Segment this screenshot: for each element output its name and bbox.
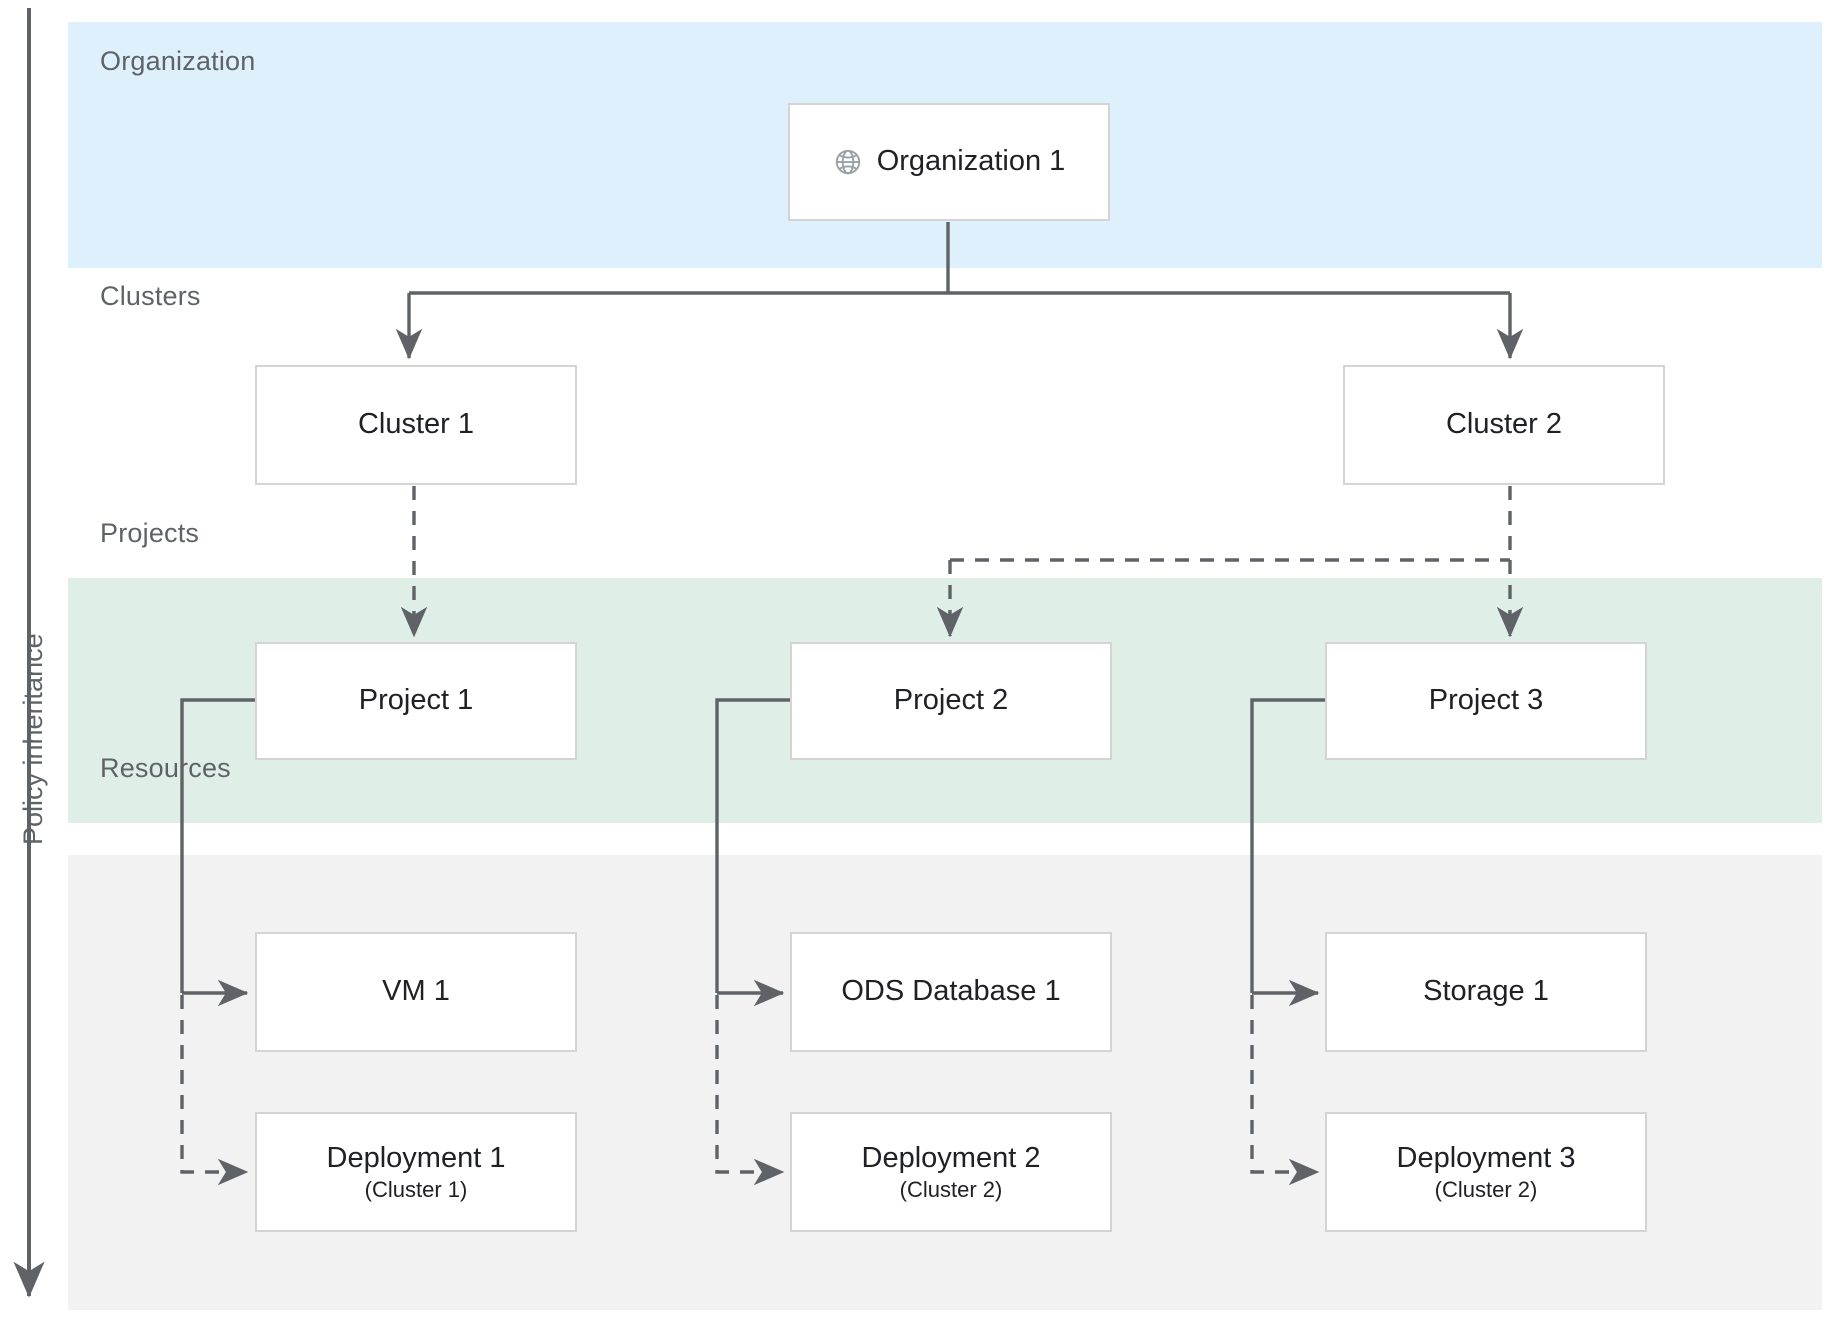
node-title: VM 1 — [382, 975, 450, 1008]
band-resources — [68, 855, 1822, 1310]
policy-inheritance-label: Policy inheritance — [18, 633, 48, 845]
node-title: ODS Database 1 — [841, 975, 1061, 1008]
node-organization-1[interactable]: Organization 1 — [788, 103, 1110, 221]
node-deployment-2[interactable]: Deployment 2 (Cluster 2) — [790, 1112, 1112, 1232]
node-cluster-1[interactable]: Cluster 1 — [255, 365, 577, 485]
node-title: Project 1 — [358, 684, 474, 717]
node-title: Deployment 3 — [1396, 1141, 1576, 1174]
node-subtitle: (Cluster 2) — [1434, 1177, 1538, 1203]
node-title: Deployment 1 — [326, 1141, 506, 1174]
band-label-resources: Resources — [100, 753, 231, 783]
node-title: Organization 1 — [876, 145, 1066, 178]
node-title: Deployment 2 — [861, 1141, 1041, 1174]
node-project-3[interactable]: Project 3 — [1325, 642, 1647, 760]
node-subtitle: (Cluster 2) — [899, 1177, 1003, 1203]
node-title: Project 3 — [1428, 684, 1544, 717]
node-ods-database-1[interactable]: ODS Database 1 — [790, 932, 1112, 1052]
node-title: Storage 1 — [1423, 975, 1549, 1008]
node-cluster-2[interactable]: Cluster 2 — [1343, 365, 1665, 485]
node-project-1[interactable]: Project 1 — [255, 642, 577, 760]
node-vm-1[interactable]: VM 1 — [255, 932, 577, 1052]
node-subtitle: (Cluster 1) — [364, 1177, 468, 1203]
node-storage-1[interactable]: Storage 1 — [1325, 932, 1647, 1052]
node-project-2[interactable]: Project 2 — [790, 642, 1112, 760]
node-deployment-1[interactable]: Deployment 1 (Cluster 1) — [255, 1112, 577, 1232]
band-label-organization: Organization — [100, 46, 256, 76]
node-title: Cluster 2 — [1445, 408, 1563, 441]
node-deployment-3[interactable]: Deployment 3 (Cluster 2) — [1325, 1112, 1647, 1232]
band-label-projects: Projects — [100, 518, 200, 548]
node-title: Project 2 — [893, 684, 1009, 717]
node-title: Cluster 1 — [357, 408, 475, 441]
globe-icon — [833, 147, 863, 177]
band-label-clusters: Clusters — [100, 281, 201, 311]
